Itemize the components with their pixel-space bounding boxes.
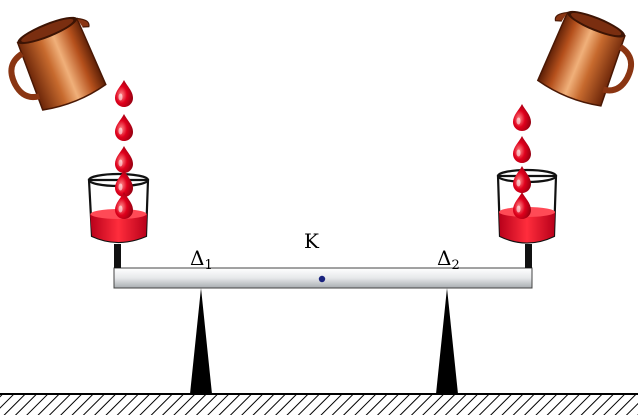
- drop-icon: [513, 136, 531, 163]
- jug-left: [8, 16, 107, 111]
- pitcher-icon: [8, 16, 107, 111]
- label-k: K: [304, 229, 320, 253]
- drop-icon: [513, 104, 531, 131]
- drops-right: [513, 104, 531, 219]
- cup-post-left: [114, 244, 121, 268]
- center-point: [318, 275, 326, 283]
- cup-post-right: [525, 244, 532, 268]
- support-left: [190, 288, 212, 394]
- drop-icon: [115, 114, 133, 141]
- drop-icon: [115, 146, 133, 173]
- drop-icon: [115, 80, 133, 107]
- label-delta-2: Δ2: [437, 246, 460, 273]
- ground: [0, 393, 638, 415]
- jug-right: [536, 10, 635, 107]
- support-right: [436, 288, 458, 394]
- pitcher-icon: [536, 10, 635, 107]
- label-delta-1: Δ1: [190, 246, 213, 273]
